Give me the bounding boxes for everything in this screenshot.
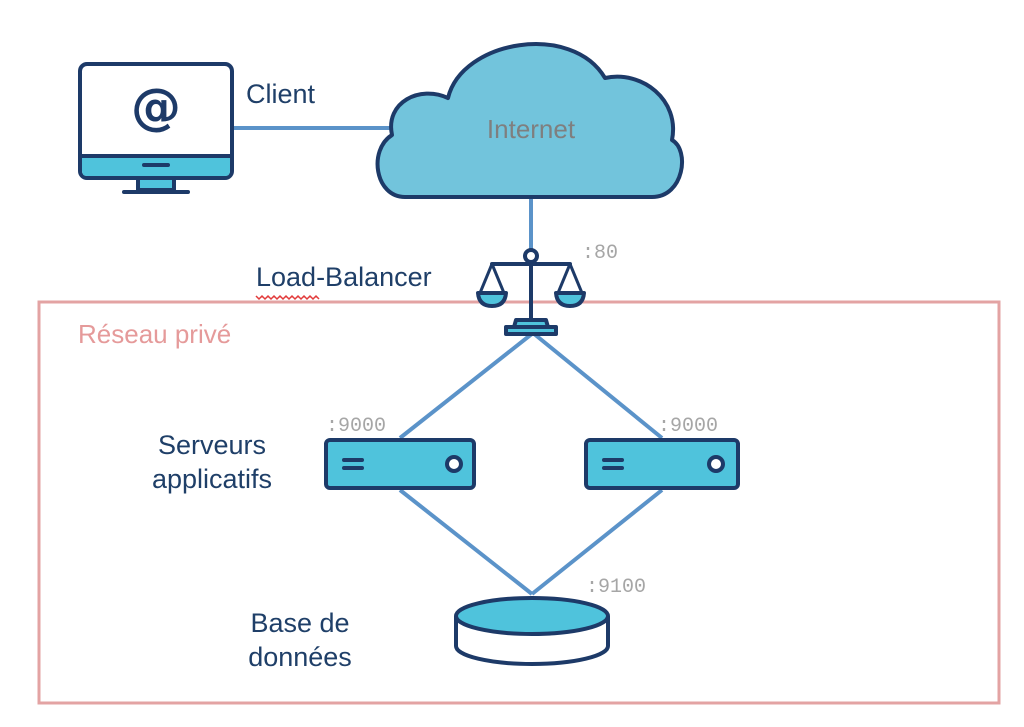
database-label-line2: données bbox=[248, 642, 352, 672]
monitor-at-icon: @ bbox=[78, 62, 234, 194]
port-load-balancer: :80 bbox=[582, 242, 618, 265]
app-servers-label-line2: applicatifs bbox=[152, 464, 272, 494]
load-balancer-label: Load-Balancer bbox=[256, 262, 432, 292]
app-servers-label-line1: Serveurs bbox=[158, 430, 266, 460]
link-lb-server-right bbox=[531, 331, 664, 440]
database-disk-icon bbox=[454, 596, 610, 666]
connections bbox=[232, 126, 664, 596]
spellcheck-underline bbox=[255, 294, 320, 301]
balance-scale-icon bbox=[476, 248, 586, 336]
server-icon bbox=[584, 438, 740, 490]
port-database: :9100 bbox=[586, 576, 646, 599]
cloud-icon bbox=[375, 42, 684, 199]
link-server-right-db bbox=[530, 488, 664, 596]
private-network-label: Réseau privé bbox=[78, 319, 231, 349]
client-label: Client bbox=[246, 79, 316, 109]
link-lb-server-left bbox=[398, 331, 535, 440]
link-server-left-db bbox=[398, 488, 534, 596]
port-server-right: :9000 bbox=[658, 415, 718, 438]
private-network-boundary bbox=[37, 300, 1001, 705]
database-label-line1: Base de bbox=[250, 608, 349, 638]
server-icon bbox=[324, 438, 476, 490]
internet-label: Internet bbox=[487, 114, 576, 144]
port-server-left: :9000 bbox=[326, 415, 386, 438]
svg-text:@: @ bbox=[131, 78, 181, 136]
